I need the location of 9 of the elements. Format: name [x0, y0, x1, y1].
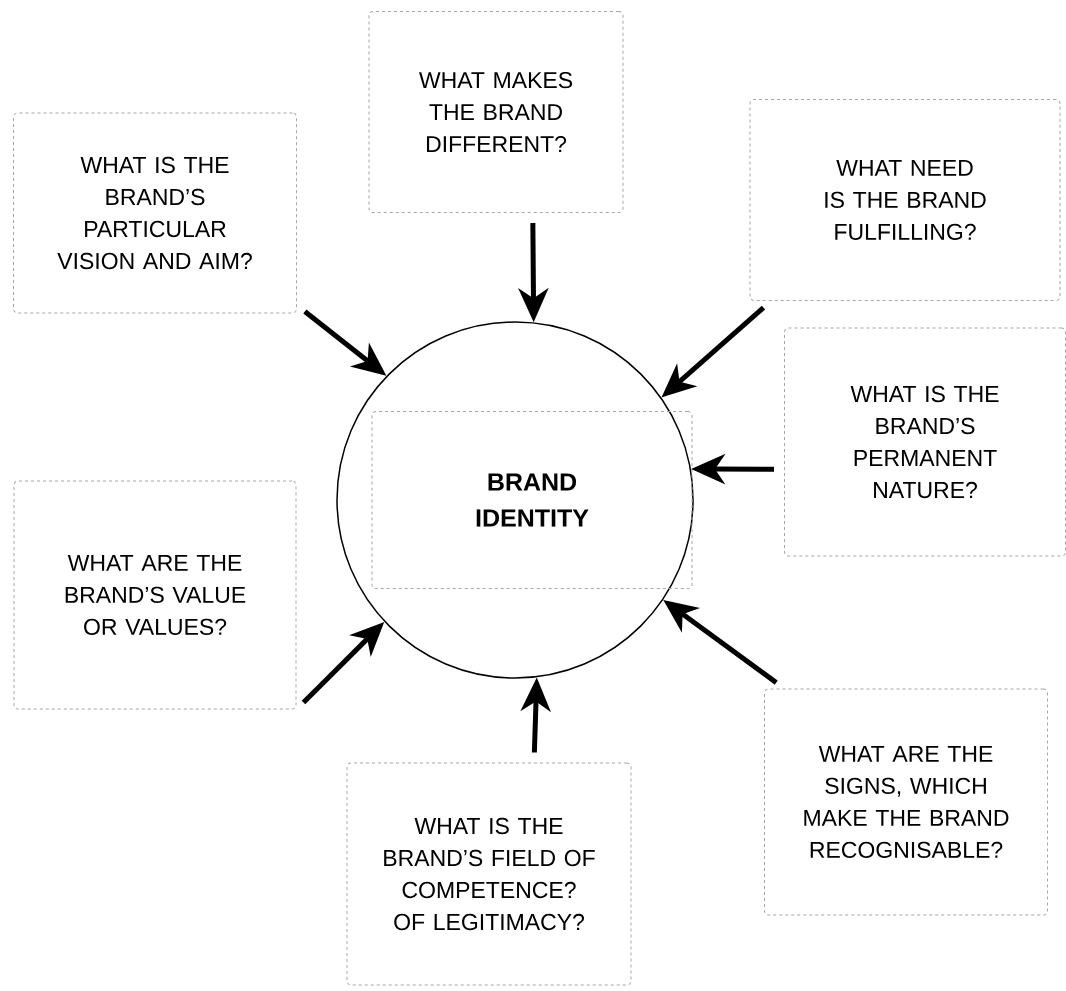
question-box: WHAT IS THE BRAND’S FIELD OF COMPETENCE? OF LEGITIMACY?: [346, 762, 632, 986]
center-box: BRAND IDENTITY: [371, 411, 693, 589]
circle: [336, 321, 694, 679]
question-box: WHAT ARE THE SIGNS, WHICH MAKE THE BRAND RECOGNISABLE?: [764, 688, 1048, 916]
question-box: WHAT IS THE BRAND’S PERMANENT NATURE?: [784, 327, 1066, 557]
question-box: WHAT IS THE BRAND’S PARTICULAR VISION AND AIM?: [13, 112, 297, 314]
question-box: WHAT NEED IS THE BRAND FULFILLING?: [749, 99, 1061, 301]
question-box: WHAT ARE THE BRAND’S VALUE OR VALUES?: [13, 480, 297, 710]
question-box: WHAT MAKES THE BRAND DIFFERENT?: [368, 11, 624, 213]
